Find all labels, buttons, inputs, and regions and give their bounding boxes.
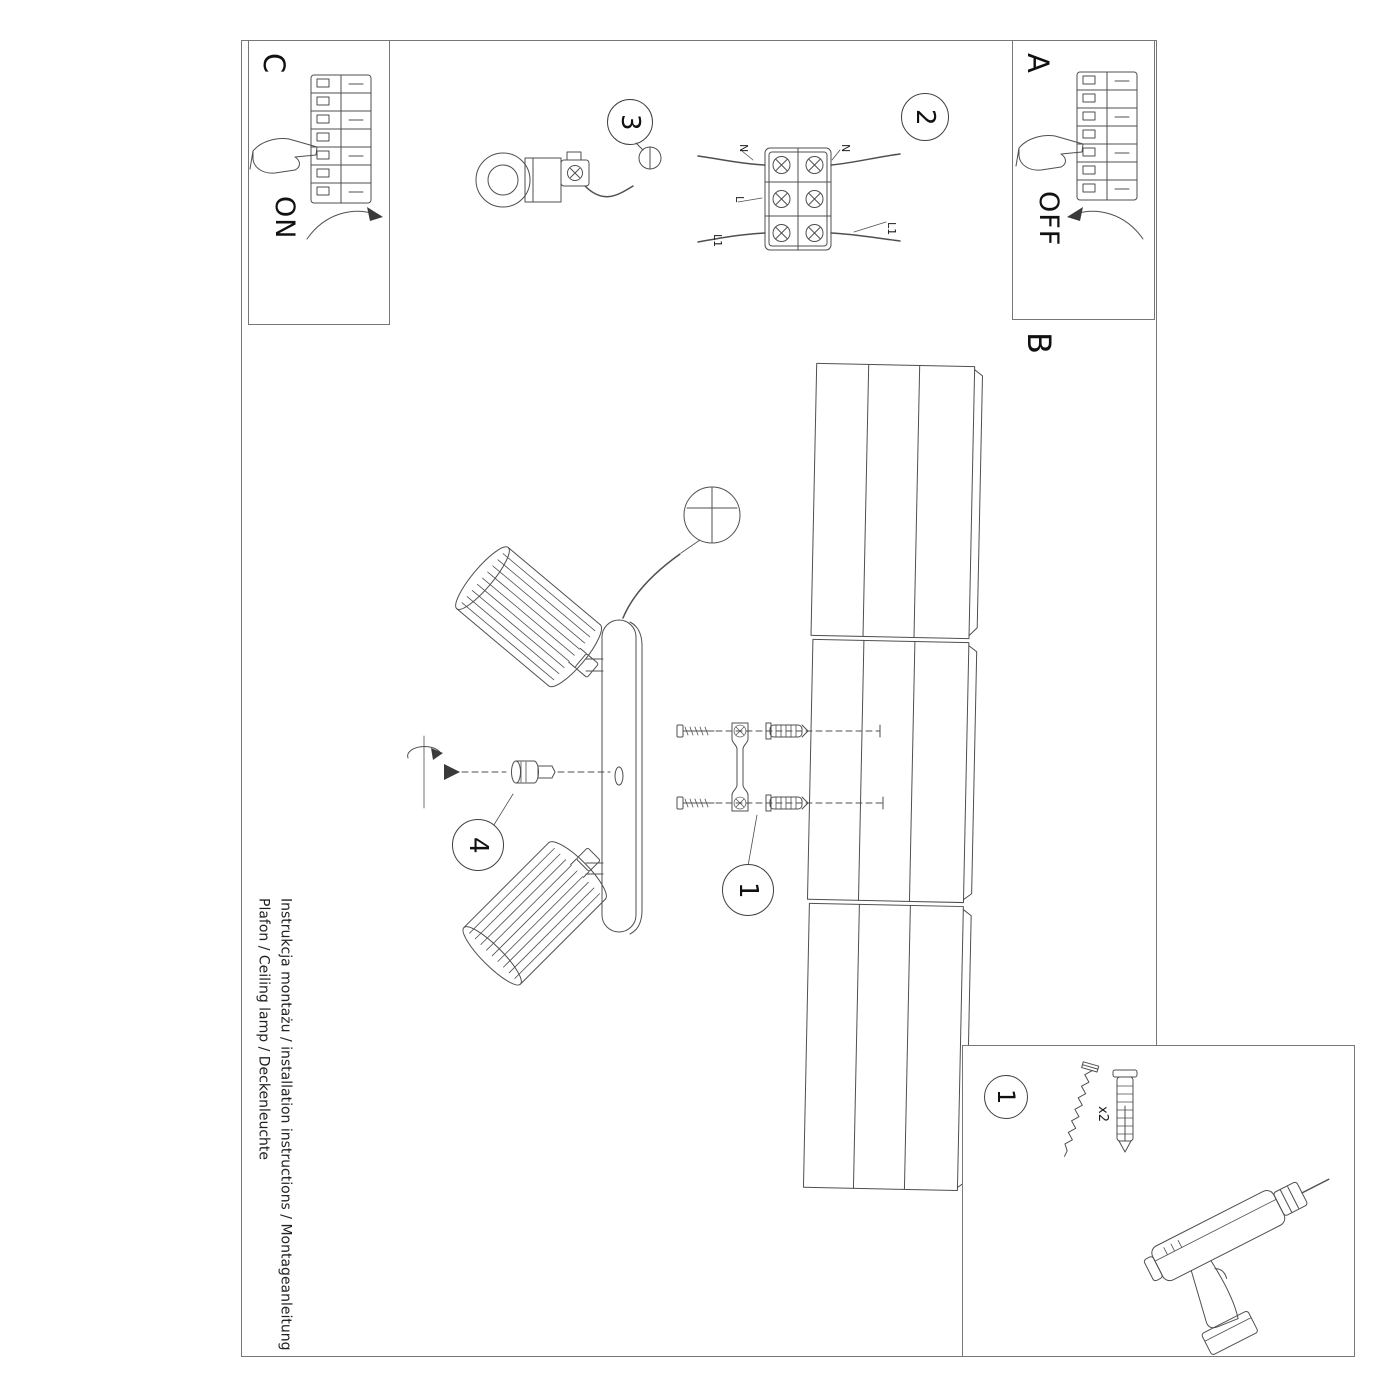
wire-label-n-right: N	[839, 144, 852, 152]
pressing-hand-icon	[1015, 135, 1084, 171]
wire-right-bottom	[830, 232, 901, 242]
lamp-socket-icon	[475, 142, 662, 208]
assembly-drawing	[407, 362, 983, 1192]
shade-screw-icon	[511, 760, 611, 784]
terminal-block-icon: N L L1 N L1	[697, 144, 901, 251]
flathead-screw-icon	[635, 142, 662, 170]
switch-panel-on-icon	[249, 74, 372, 204]
wall-plug-top-icon	[765, 722, 809, 740]
step-4-circle: 4	[452, 819, 504, 871]
kit-contents: x2	[1064, 1061, 1330, 1355]
wall-plug-bottom-icon	[765, 794, 809, 812]
wire-label-l1-left: L1	[711, 234, 724, 247]
wire-left-top	[697, 155, 766, 166]
socket-wire	[584, 185, 634, 198]
switch-strip-icon	[1076, 71, 1138, 201]
title-line-2: Plafon / Ceiling lamp / Deckenleuchte	[255, 898, 272, 1161]
panel-a-state: OFF	[1033, 191, 1064, 247]
step-3-number: 3	[615, 113, 645, 131]
step-1-circle: 1	[722, 864, 774, 916]
step-1-number: 1	[733, 881, 763, 899]
lamp-supply-wire	[622, 553, 681, 619]
wire-label-n-left: N	[737, 144, 750, 152]
kit-step-circle: 1	[984, 1075, 1028, 1119]
panel-c-label: C	[257, 53, 291, 74]
terminal-screw-icon	[567, 165, 583, 181]
mounting-bracket-icon	[731, 722, 749, 812]
switch-strip-icon	[310, 74, 372, 204]
panel-a-box: A	[1012, 40, 1155, 320]
mount-screw-bottom-icon	[676, 796, 715, 810]
kit-qty-label: x2	[1095, 1106, 1110, 1122]
panel-c-state: ON	[269, 196, 300, 240]
mount-screw-top-icon	[676, 724, 715, 738]
flathead-screw-detail-icon	[683, 486, 741, 544]
step-4-number: 4	[463, 836, 493, 854]
rotation-arrow-icon	[407, 735, 507, 809]
kit-box: 1 x2	[962, 1045, 1355, 1357]
sheet-titles: Instrukcja montażu / installation instru…	[252, 898, 295, 1351]
switch-on-arrow-icon	[306, 207, 383, 240]
section-b-label: B	[1020, 332, 1058, 354]
kit-wall-plug-icon	[1112, 1069, 1138, 1153]
wire-right-top	[830, 153, 901, 166]
ceiling-panels	[802, 362, 983, 1192]
kit-step-number: 1	[992, 1089, 1020, 1105]
wire-label-l1-right: L1	[885, 222, 898, 235]
lamp-shade-top	[448, 540, 620, 702]
switch-panel-off-icon	[1015, 71, 1138, 201]
wire-left-bottom	[697, 232, 766, 243]
step-2-circle: 2	[901, 93, 949, 141]
wire-label-l-left: L	[733, 196, 746, 203]
kit-screw-icon	[1064, 1061, 1100, 1157]
pressing-hand-icon	[249, 138, 318, 174]
switch-off-arrow-icon	[1067, 207, 1144, 240]
sheet-border	[241, 40, 1157, 1357]
mounting-hardware	[676, 722, 884, 812]
drill-icon	[1143, 1178, 1330, 1355]
panel-a-label: A	[1021, 53, 1055, 73]
lamp-base-plate	[585, 619, 643, 935]
title-line-1: Instrukcja montażu / installation instru…	[277, 898, 294, 1351]
step-2-number: 2	[910, 108, 940, 126]
panel-c-box: C	[248, 40, 390, 325]
step-3-circle: 3	[607, 99, 653, 145]
